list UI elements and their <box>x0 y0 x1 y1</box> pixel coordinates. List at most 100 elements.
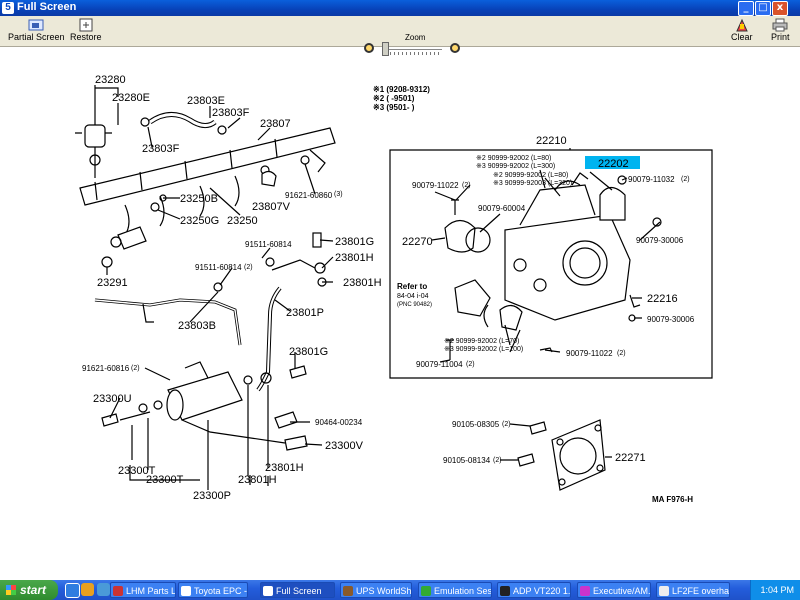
close-button[interactable]: x <box>772 1 788 16</box>
callout-90079-11004-qty: (2) <box>466 361 475 368</box>
callout-91511-60814[interactable]: 91511-60814 <box>195 263 242 272</box>
callout-23807[interactable]: 23807 <box>260 118 291 130</box>
callout-90079-11022[interactable]: 90079-11022 <box>412 181 459 190</box>
system-tray-clock[interactable]: 1:04 PM <box>750 580 800 600</box>
app-icon <box>343 586 353 596</box>
taskbar-item-emulation-session[interactable]: Emulation Sess... <box>418 582 492 598</box>
callout-23801H-top[interactable]: 23801H <box>335 252 374 264</box>
zoom-slider-track[interactable] <box>382 49 442 50</box>
taskbar-item-adp-vt220[interactable]: ADP VT220 1... <box>497 582 571 598</box>
print-button[interactable]: Print <box>771 18 790 42</box>
callout-22270[interactable]: 22270 <box>402 236 433 248</box>
taskbar-item-executive[interactable]: Executive/AM... <box>577 582 651 598</box>
callout-23280E[interactable]: 23280E <box>112 92 150 104</box>
callout-90999-92002-l100[interactable]: ※3 90999-92002 (L=100) <box>444 346 523 353</box>
callout-90105-08134-qty: (2) <box>493 457 502 464</box>
callout-23300T-left[interactable]: 23300T <box>118 465 156 477</box>
callout-90079-11004[interactable]: 90079-11004 <box>416 360 463 369</box>
callout-23250B[interactable]: 23250B <box>180 193 218 205</box>
legend-line-1: ※1 (9208-9312) <box>373 85 430 94</box>
callout-23250G[interactable]: 23250G <box>180 215 219 227</box>
callout-91621-60816[interactable]: 91621-60816 <box>82 364 130 373</box>
start-button[interactable]: start <box>0 580 58 600</box>
callout-90999-92003-l320[interactable]: ※3 90999-92003 (L=320) <box>493 180 572 187</box>
clear-icon <box>734 18 750 32</box>
zoom-slider-ticks <box>382 52 442 55</box>
parts-diagram[interactable]: 23280 23280E 23803E 23803F 23803F 23807 … <box>0 47 800 580</box>
callout-90079-11032[interactable]: 90079-11032 <box>628 175 675 184</box>
callout-91621-60860[interactable]: 91621-60860 <box>285 191 333 200</box>
callout-23300P[interactable]: 23300P <box>193 490 231 502</box>
zoom-in-icon[interactable] <box>450 43 460 53</box>
app-icon <box>181 586 191 596</box>
desktop-quicklaunch-icon[interactable] <box>97 583 110 596</box>
callout-23300V[interactable]: 23300V <box>325 440 364 452</box>
callout-23300T[interactable]: 23300T <box>146 474 184 486</box>
callout-91621-60860-qty: (3) <box>334 191 343 198</box>
callout-90999-92002-l80[interactable]: ※2 90999-92002 (L=80) <box>476 155 551 162</box>
taskbar-item-toyota-epc[interactable]: Toyota EPC - ... <box>178 582 248 598</box>
windows-logo-icon <box>6 585 16 595</box>
app-icon <box>580 586 590 596</box>
diagram-linework <box>75 85 713 491</box>
clear-button[interactable]: Clear <box>731 18 753 42</box>
callout-23801P[interactable]: 23801P <box>286 307 324 319</box>
callout-23300U[interactable]: 23300U <box>93 393 132 405</box>
taskbar: start LHM Parts Loc... Toyota EPC - ... … <box>0 580 800 600</box>
callout-22210[interactable]: 22210 <box>536 135 567 147</box>
callout-23801G-top[interactable]: 23801G <box>335 236 374 248</box>
callout-22271[interactable]: 22271 <box>615 452 646 464</box>
legend-line-3: ※3 (9501- ) <box>373 103 415 112</box>
refer-to-pnc: (PNC 90482) <box>397 302 432 308</box>
partial-screen-label: Partial Screen <box>8 32 65 42</box>
selected-part-highlight[interactable] <box>585 156 640 169</box>
callout-23803F-top[interactable]: 23803F <box>212 107 250 119</box>
callout-90079-60004[interactable]: 90079-60004 <box>478 204 526 213</box>
callout-90999-92002-l300[interactable]: ※3 90999-92002 (L=300) <box>476 163 555 170</box>
callout-91511-60814-qty: (2) <box>244 264 253 271</box>
app-icon <box>263 586 273 596</box>
callout-23291[interactable]: 23291 <box>97 277 128 289</box>
callout-90079-30006[interactable]: 90079-30006 <box>647 315 695 324</box>
callout-90999-92002-l80b[interactable]: ※2 90999-92002 (L=80) <box>493 172 568 179</box>
refer-to-figure[interactable]: 84-04 i-04 <box>397 293 429 300</box>
restore-button[interactable]: Restore <box>70 18 102 42</box>
callout-23250[interactable]: 23250 <box>227 215 258 227</box>
callout-90105-08134[interactable]: 90105-08134 <box>443 456 491 465</box>
callout-90079-11022-lower-qty: (2) <box>617 350 626 357</box>
callout-22216[interactable]: 22216 <box>647 293 678 305</box>
zoom-slider-thumb[interactable] <box>382 42 389 56</box>
minimize-button[interactable]: _ <box>738 1 754 16</box>
callout-90105-08305-qty: (2) <box>502 421 511 428</box>
app-icon: 5 <box>2 2 14 14</box>
ie-quicklaunch-icon[interactable] <box>65 583 80 598</box>
callout-91621-60816-qty: (2) <box>131 365 140 372</box>
taskbar-item-lhm-parts[interactable]: LHM Parts Loc... <box>110 582 176 598</box>
taskbar-item-ups-worldship[interactable]: UPS WorldShip... <box>340 582 412 598</box>
callout-91511-60814-top[interactable]: 91511-60814 <box>245 240 292 249</box>
taskbar-item-full-screen[interactable]: Full Screen <box>260 582 335 598</box>
callout-22202[interactable]: 22202 <box>598 158 629 170</box>
folder-quicklaunch-icon[interactable] <box>81 583 94 596</box>
callout-23280[interactable]: 23280 <box>95 74 126 86</box>
callout-90105-08305[interactable]: 90105-08305 <box>452 420 500 429</box>
zoom-out-icon[interactable] <box>364 43 374 53</box>
callout-23803F[interactable]: 23803F <box>142 143 180 155</box>
callout-23801H-mid[interactable]: 23801H <box>343 277 382 289</box>
maximize-button[interactable]: □ <box>755 1 771 16</box>
callout-23807V[interactable]: 23807V <box>252 201 291 213</box>
callout-23803E[interactable]: 23803E <box>187 95 225 107</box>
callout-23801G[interactable]: 23801G <box>289 346 328 358</box>
callout-90999-92002-l70[interactable]: ※2 90999-92002 (L=70) <box>444 338 519 345</box>
callout-23801H-low[interactable]: 23801H <box>265 462 304 474</box>
callout-90079-11022-lower[interactable]: 90079-11022 <box>566 349 613 358</box>
partial-screen-button[interactable]: Partial Screen <box>8 18 65 42</box>
callout-90079-11032-qty: (2) <box>681 176 690 183</box>
callout-90464-00234[interactable]: 90464-00234 <box>315 418 363 427</box>
printer-icon <box>772 18 788 32</box>
callout-23803B[interactable]: 23803B <box>178 320 216 332</box>
callout-23801H-bottom[interactable]: 23801H <box>238 474 277 486</box>
window-title-bar[interactable]: 5 Full Screen _ □ x <box>0 0 800 16</box>
taskbar-item-lf2fe-overhaul[interactable]: LF2FE overha... <box>656 582 730 598</box>
callout-90079-30006-top[interactable]: 90079-30006 <box>636 236 684 245</box>
